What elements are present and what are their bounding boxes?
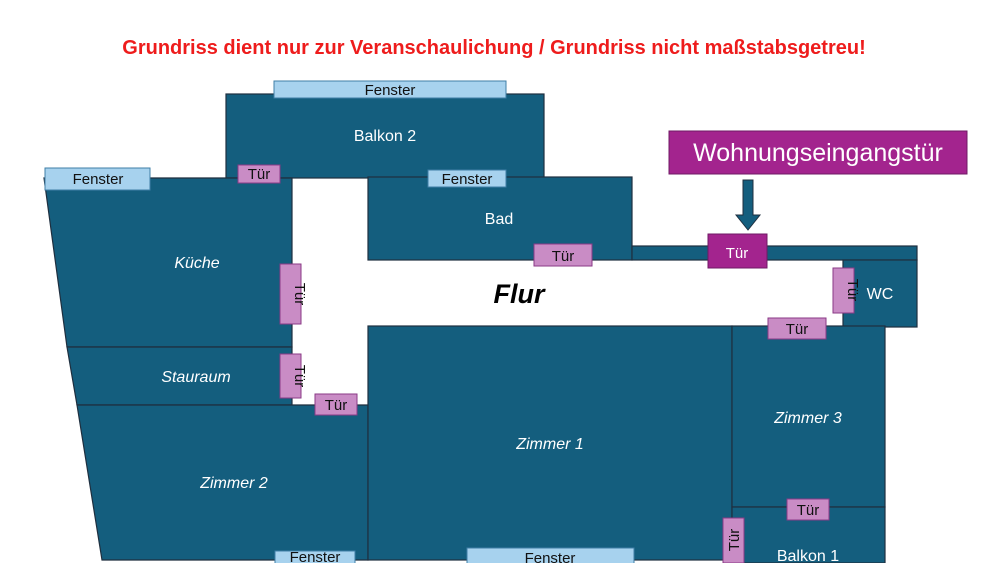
label-flur: Flur: [494, 279, 546, 309]
label-bad: Bad: [485, 211, 513, 228]
entrance-door-label: Tür: [726, 245, 749, 262]
window-label: Fenster: [73, 171, 124, 188]
disclaimer-text: Grundriss dient nur zur Veranschaulichun…: [122, 37, 865, 59]
door-zimmer-2: [314, 393, 358, 416]
door-label: Tür: [726, 529, 743, 552]
room-wc: [842, 259, 918, 328]
door-label: Tür: [797, 502, 820, 519]
label-kueche: Küche: [174, 255, 219, 272]
arrow-down-icon: [734, 179, 762, 231]
hall-wall-strip: [631, 245, 918, 261]
door-label: Tür: [291, 365, 308, 388]
label-wc: WC: [867, 286, 894, 303]
door-balkon-1: [786, 498, 830, 521]
door-wc: [832, 267, 855, 314]
window-zimmer-2: [274, 550, 356, 563]
door-kueche: [279, 263, 302, 325]
room-balkon-2: [225, 93, 545, 179]
label-zimmer-1: Zimmer 1: [515, 436, 584, 453]
entrance-banner: [668, 130, 968, 175]
door-stauraum: [279, 353, 302, 399]
label-balkon-1: Balkon 1: [777, 548, 839, 563]
door-bad: [533, 243, 593, 267]
door-zimmer-3: [767, 317, 827, 340]
door-label: Tür: [291, 283, 308, 306]
door-zimmer-1-east: [722, 517, 745, 563]
room-kueche: [43, 177, 293, 348]
entrance-banner-text: Wohnungseingangstür: [693, 139, 943, 167]
window-bad: [427, 169, 507, 188]
door-label: Tür: [248, 166, 271, 183]
window-label: Fenster: [442, 171, 493, 188]
door-label: Tür: [844, 279, 861, 302]
label-zimmer-2: Zimmer 2: [199, 475, 268, 492]
window-label: Fenster: [290, 549, 341, 563]
window-zimmer-1: [466, 547, 635, 563]
window-label: Fenster: [525, 550, 576, 563]
door-label: Tür: [786, 321, 809, 338]
window-label: Fenster: [365, 82, 416, 99]
door-label: Tür: [552, 248, 575, 265]
label-balkon-2: Balkon 2: [354, 128, 416, 145]
window-balkon-2: [273, 80, 507, 99]
door-label: Tür: [325, 397, 348, 414]
label-stauraum: Stauraum: [161, 369, 230, 386]
room-zimmer-3: [731, 325, 886, 508]
label-zimmer-3: Zimmer 3: [773, 410, 842, 427]
door-balkon-2: [237, 164, 281, 184]
window-kueche: [44, 167, 151, 191]
door-entrance: [707, 233, 768, 269]
